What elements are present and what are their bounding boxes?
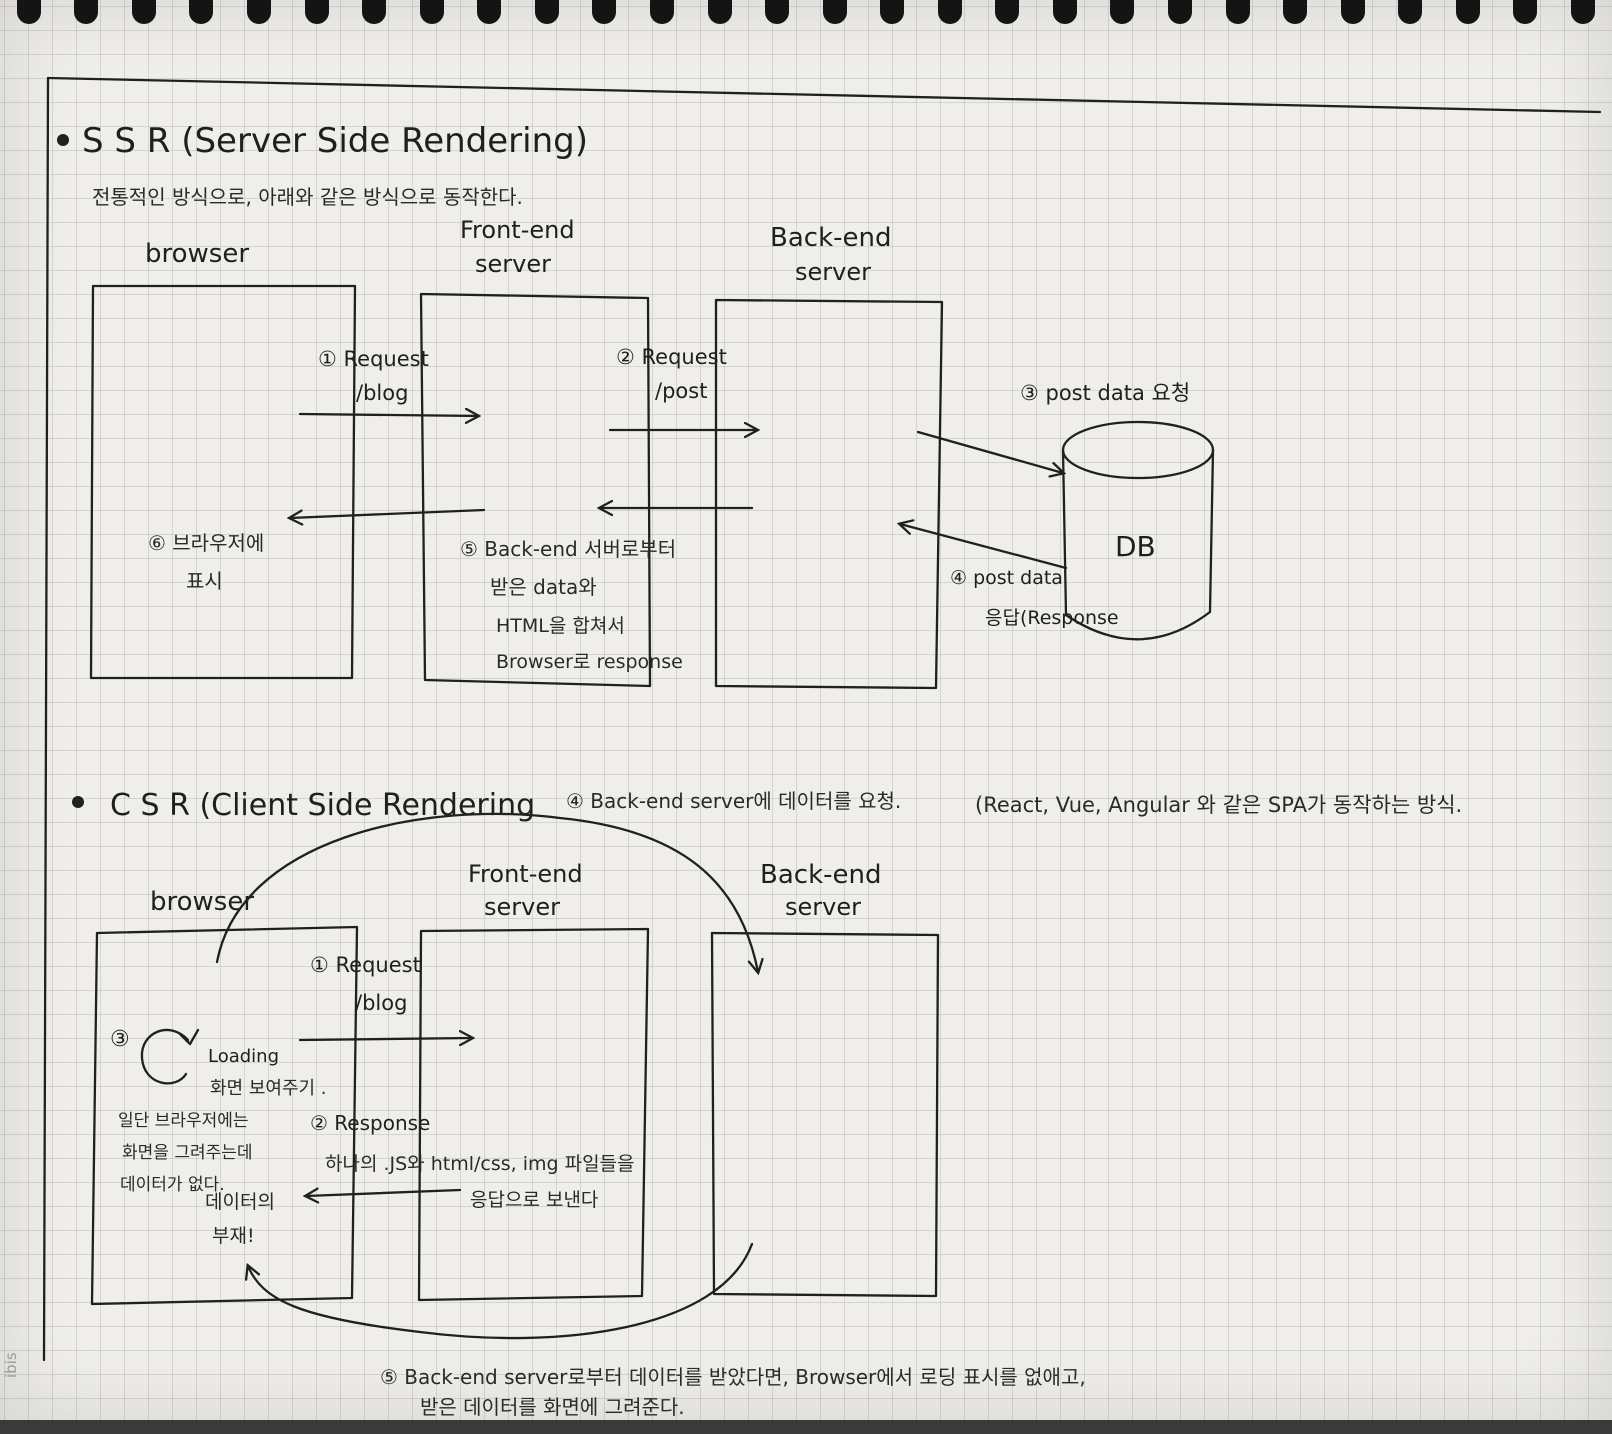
- ssr-backend-box: [714, 298, 944, 690]
- ssr-frontend-label-1: Front-end: [460, 216, 575, 244]
- ssr-arrow-frontend-to-browser: [290, 508, 486, 518]
- ssr-subtitle: 전통적인 방식으로, 아래와 같은 방식으로 동작한다.: [92, 185, 523, 209]
- ssr-arrow-post-data-request: [916, 430, 1063, 473]
- ssr-step4-line2: 응답(Response: [985, 607, 1119, 629]
- csr-backend-label-1: Back-end: [760, 860, 881, 890]
- ssr-browser-label: browser: [145, 239, 249, 269]
- loading-spinner-icon: [140, 1029, 190, 1085]
- csr-step3-number: ③: [110, 1027, 130, 1052]
- ssr-step5-line3: HTML을 합쳐서: [496, 615, 625, 637]
- csr-note: (React, Vue, Angular 와 같은 SPA가 동작하는 방식.: [975, 793, 1462, 817]
- csr-arrow-data-response: [248, 1242, 754, 1340]
- ssr-step5-line1: ⑤ Back-end 서버로부터: [460, 537, 676, 561]
- notebook-brand: ibis: [2, 1352, 20, 1378]
- ssr-db-cylinder: [1061, 420, 1215, 641]
- ssr-frontend-box: [419, 292, 652, 688]
- csr-step5-line1: ⑤ Back-end server로부터 데이터를 받았다면, Browser에…: [380, 1365, 1086, 1389]
- ssr-arrow-post-data-response: [900, 524, 1068, 570]
- csr-step1-line1: ① Request: [310, 953, 421, 977]
- ssr-browser-box: [89, 284, 357, 680]
- csr-frontend-label-1: Front-end: [468, 860, 583, 888]
- csr-empty-line3: 데이터가 없다.: [120, 1175, 225, 1195]
- ssr-step1-line2: /blog: [356, 381, 408, 405]
- csr-title: C S R (Client Side Rendering: [110, 788, 535, 823]
- csr-step1-line2: /blog: [355, 991, 407, 1015]
- csr-empty-line1: 일단 브라우저에는: [118, 1111, 249, 1131]
- csr-backend-box: [710, 931, 940, 1298]
- ssr-title: S S R (Server Side Rendering): [82, 121, 588, 161]
- csr-frontend-label-2: server: [484, 893, 560, 921]
- csr-step2-line1: ② Response: [310, 1111, 430, 1135]
- margin-line-left: [42, 76, 50, 1362]
- ssr-step5-line2: 받은 data와: [490, 575, 597, 599]
- csr-loading-line2: 화면 보여주기 .: [210, 1078, 327, 1099]
- csr-browser-label: browser: [150, 887, 254, 917]
- csr-step2-line2: 하나의 .JS와 html/css, img 파일들을: [325, 1153, 635, 1175]
- ssr-step2-line2: /post: [655, 379, 707, 403]
- ssr-step6-line1: ⑥ 브라우저에: [148, 531, 264, 555]
- csr-bullet: [72, 796, 84, 808]
- csr-step2-line3: 응답으로 보낸다: [470, 1189, 598, 1211]
- ssr-step5-line4: Browser로 response: [496, 651, 683, 673]
- ssr-step4-line1: ④ post data: [950, 567, 1063, 589]
- csr-loading-line1: Loading: [208, 1046, 279, 1067]
- ssr-db-label: DB: [1115, 530, 1156, 563]
- ssr-step1-line1: ① Request: [318, 347, 429, 371]
- csr-arrow-request-blog: [298, 1038, 472, 1040]
- csr-arrow-data-request: [215, 812, 758, 972]
- csr-browser-box: [90, 925, 359, 1306]
- csr-absence-line1: 데이터의: [205, 1191, 275, 1213]
- ssr-backend-label-2: server: [795, 258, 871, 286]
- margin-line-top: [46, 76, 1602, 114]
- loading-spinner-arrowhead-icon: [178, 1028, 200, 1046]
- ssr-frontend-label-2: server: [475, 250, 551, 278]
- ssr-backend-label-1: Back-end: [770, 223, 891, 253]
- csr-absence-line2: 부재!: [212, 1225, 255, 1247]
- csr-arrow-response: [306, 1190, 462, 1196]
- csr-step5-line2: 받은 데이터를 화면에 그려준다.: [420, 1395, 685, 1419]
- csr-step4: ④ Back-end server에 데이터를 요청.: [566, 789, 901, 813]
- ssr-step2-line1: ② Request: [616, 345, 727, 369]
- csr-empty-line2: 화면을 그려주는데: [122, 1143, 253, 1163]
- ssr-step6-line2: 표시: [186, 569, 223, 593]
- spiral-binding: [0, 0, 1612, 34]
- ssr-bullet: [57, 134, 69, 146]
- csr-backend-label-2: server: [785, 893, 861, 921]
- ssr-arrow-request-blog: [298, 414, 478, 416]
- ssr-step3: ③ post data 요청: [1020, 381, 1190, 405]
- csr-frontend-box: [417, 927, 650, 1302]
